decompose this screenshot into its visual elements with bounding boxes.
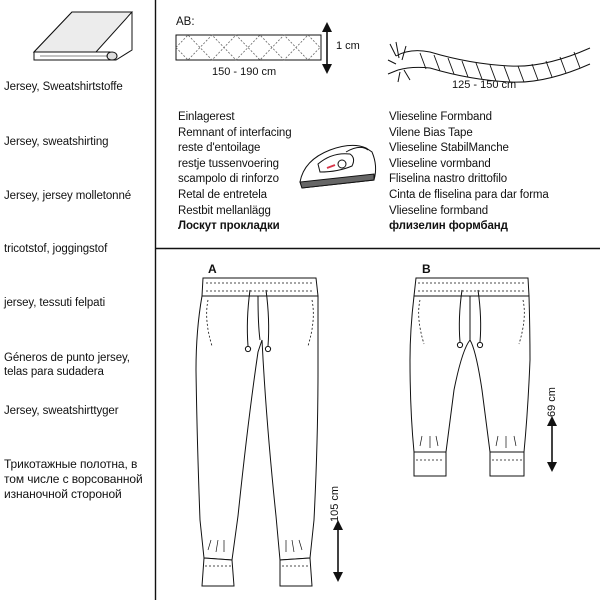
view-a-letter: A xyxy=(208,262,217,276)
view-a-length-label: 105 cm xyxy=(329,485,341,523)
band-strip-icon xyxy=(175,34,322,61)
fabric-label-es: Géneros de punto jersey, telas para suda… xyxy=(4,352,130,378)
view-b-length-label: 69 cm xyxy=(546,387,558,417)
interfacing-line: Retal de entretela xyxy=(178,188,267,201)
formband-line: Fliselina nastro drittofilo xyxy=(389,173,508,186)
formband-line: Vilene Bias Tape xyxy=(389,126,473,139)
formband-line: Vlieseline StabilManche xyxy=(389,142,509,155)
band-length-label: 150 - 190 cm xyxy=(212,66,277,78)
pants-a-length-arrow xyxy=(333,520,343,582)
iron-icon xyxy=(299,144,377,189)
fabric-label-de: Jersey, Sweatshirtstoffe xyxy=(4,81,123,93)
band-width-label: 1 cm xyxy=(336,40,360,52)
formband-list: Vlieseline Formband Vilene Bias Tape Vli… xyxy=(389,110,549,235)
interfacing-line: Лоскут прокладки xyxy=(178,220,280,233)
fabric-label-it: jersey, tessuti felpati xyxy=(4,297,106,309)
fabric-label-sv: Jersey, sweatshirttyger xyxy=(4,405,119,417)
pants-b-drawing xyxy=(409,277,531,477)
interfacing-line: Remnant of interfacing xyxy=(178,126,292,139)
interfacing-line: reste d'entoilage xyxy=(178,142,261,155)
cord-icon xyxy=(387,41,591,83)
view-b-letter: B xyxy=(422,262,431,276)
fabric-label-en: Jersey, sweatshirting xyxy=(4,136,109,148)
formband-line: Cinta de fliselina para dar forma xyxy=(389,188,549,201)
interfacing-line: Einlagerest xyxy=(178,111,235,123)
formband-line: флизелин формбанд xyxy=(389,220,508,233)
fabric-label-nl: tricotstof, joggingstof xyxy=(4,243,108,255)
formband-line: Vlieseline formband xyxy=(389,204,489,217)
fabric-label-ru: Трикотажные полотна, в том числе с ворсо… xyxy=(4,457,143,501)
fabric-label-fr: Jersey, jersey molletonné xyxy=(4,190,132,202)
interfacing-list: Einlagerest Remnant of interfacing reste… xyxy=(178,110,292,235)
cord-length-label: 125 - 150 cm xyxy=(452,79,517,91)
formband-line: Vlieseline vormband xyxy=(389,157,491,170)
interfacing-line: scampolo di rinforzo xyxy=(178,173,279,186)
band-label: AB: xyxy=(176,16,195,28)
pants-b-length-arrow xyxy=(547,416,557,472)
formband-line: Vlieseline Formband xyxy=(389,111,492,123)
interfacing-line: restje tussenvoering xyxy=(178,157,279,170)
interfacing-line: Restbit mellanlägg xyxy=(178,204,271,217)
band-width-arrow xyxy=(322,22,332,74)
fabric-roll-icon xyxy=(32,11,134,61)
pants-a-drawing xyxy=(195,277,319,587)
